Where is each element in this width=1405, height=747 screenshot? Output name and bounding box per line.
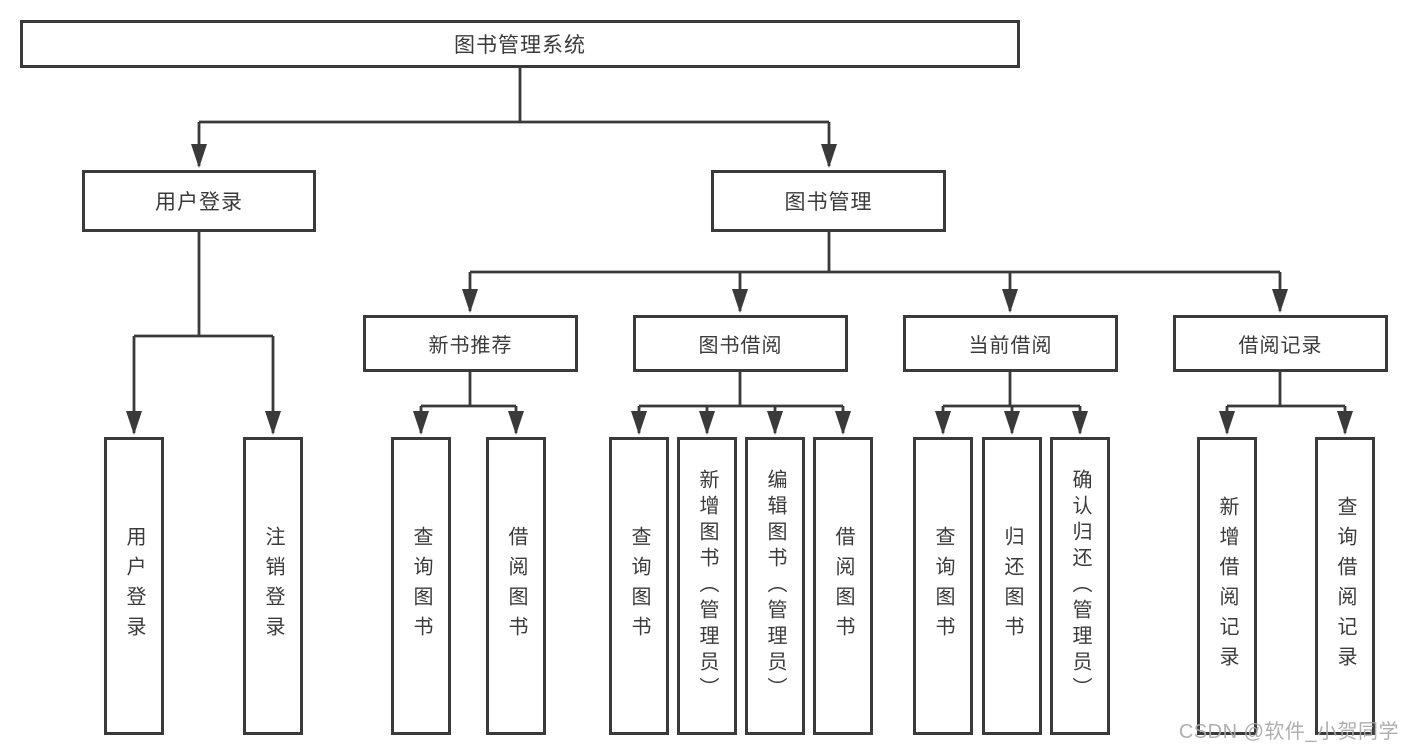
node-book-borrowing: 图书借阅 [633,315,848,372]
node-add-books-admin-label: 新增图书（管理员） [696,469,718,703]
node-book-borrowing-label: 图书借阅 [698,335,783,357]
node-query-books-1: 查询图书 [391,437,451,735]
node-add-books-admin: 新增图书（管理员） [677,437,737,735]
node-confirm-return-admin-label: 确认归还（管理员） [1069,469,1091,703]
node-query-borrow-record: 查询借阅记录 [1315,437,1375,735]
connector-new-book-recommend [421,372,516,408]
node-book-management-label: 图书管理 [784,191,873,214]
node-logout: 注销登录 [243,437,303,735]
node-add-borrow-record: 新增借阅记录 [1197,437,1257,735]
node-borrow-books-2: 借阅图书 [813,437,873,735]
connector-user-login [134,232,273,338]
node-user-login: 用户登录 [82,170,316,232]
node-query-borrow-record-label: 查询借阅记录 [1334,496,1356,676]
node-user-login-leaf: 用户登录 [104,437,164,735]
node-current-borrowing-label: 当前借阅 [968,335,1053,357]
node-edit-books-admin-label: 编辑图书（管理员） [764,469,786,703]
node-new-book-recommend-label: 新书推荐 [428,335,513,357]
connector-current-borrowing [943,372,1080,408]
node-borrow-books-1: 借阅图书 [486,437,546,735]
connector-book-borrowing [639,372,843,408]
node-borrow-books-1-label: 借阅图书 [505,526,527,646]
node-user-login-leaf-label: 用户登录 [123,526,145,646]
node-library-system: 图书管理系统 [20,20,1020,68]
connector-borrowing-records [1227,372,1345,408]
node-current-borrowing: 当前借阅 [903,315,1118,372]
node-query-books-2: 查询图书 [609,437,669,735]
node-borrowing-records: 借阅记录 [1173,315,1388,372]
node-user-login-label: 用户登录 [155,191,243,214]
csdn-watermark: CSDN @软件_小贺同学 [1178,721,1399,743]
node-return-books: 归还图书 [982,437,1042,735]
node-logout-label: 注销登录 [262,526,284,646]
connector-root [199,68,829,124]
node-book-management: 图书管理 [711,170,946,232]
node-query-books-2-label: 查询图书 [628,526,650,646]
node-query-books-1-label: 查询图书 [410,526,432,646]
connector-book-management [470,232,1280,274]
node-new-book-recommend: 新书推荐 [363,315,578,372]
node-library-system-label: 图书管理系统 [454,34,586,57]
node-borrowing-records-label: 借阅记录 [1238,335,1323,357]
node-confirm-return-admin: 确认归还（管理员） [1050,437,1110,735]
node-query-books-3-label: 查询图书 [932,526,954,646]
node-edit-books-admin: 编辑图书（管理员） [745,437,805,735]
node-add-borrow-record-label: 新增借阅记录 [1216,496,1238,676]
node-return-books-label: 归还图书 [1001,526,1023,646]
node-query-books-3: 查询图书 [913,437,973,735]
node-borrow-books-2-label: 借阅图书 [832,526,854,646]
